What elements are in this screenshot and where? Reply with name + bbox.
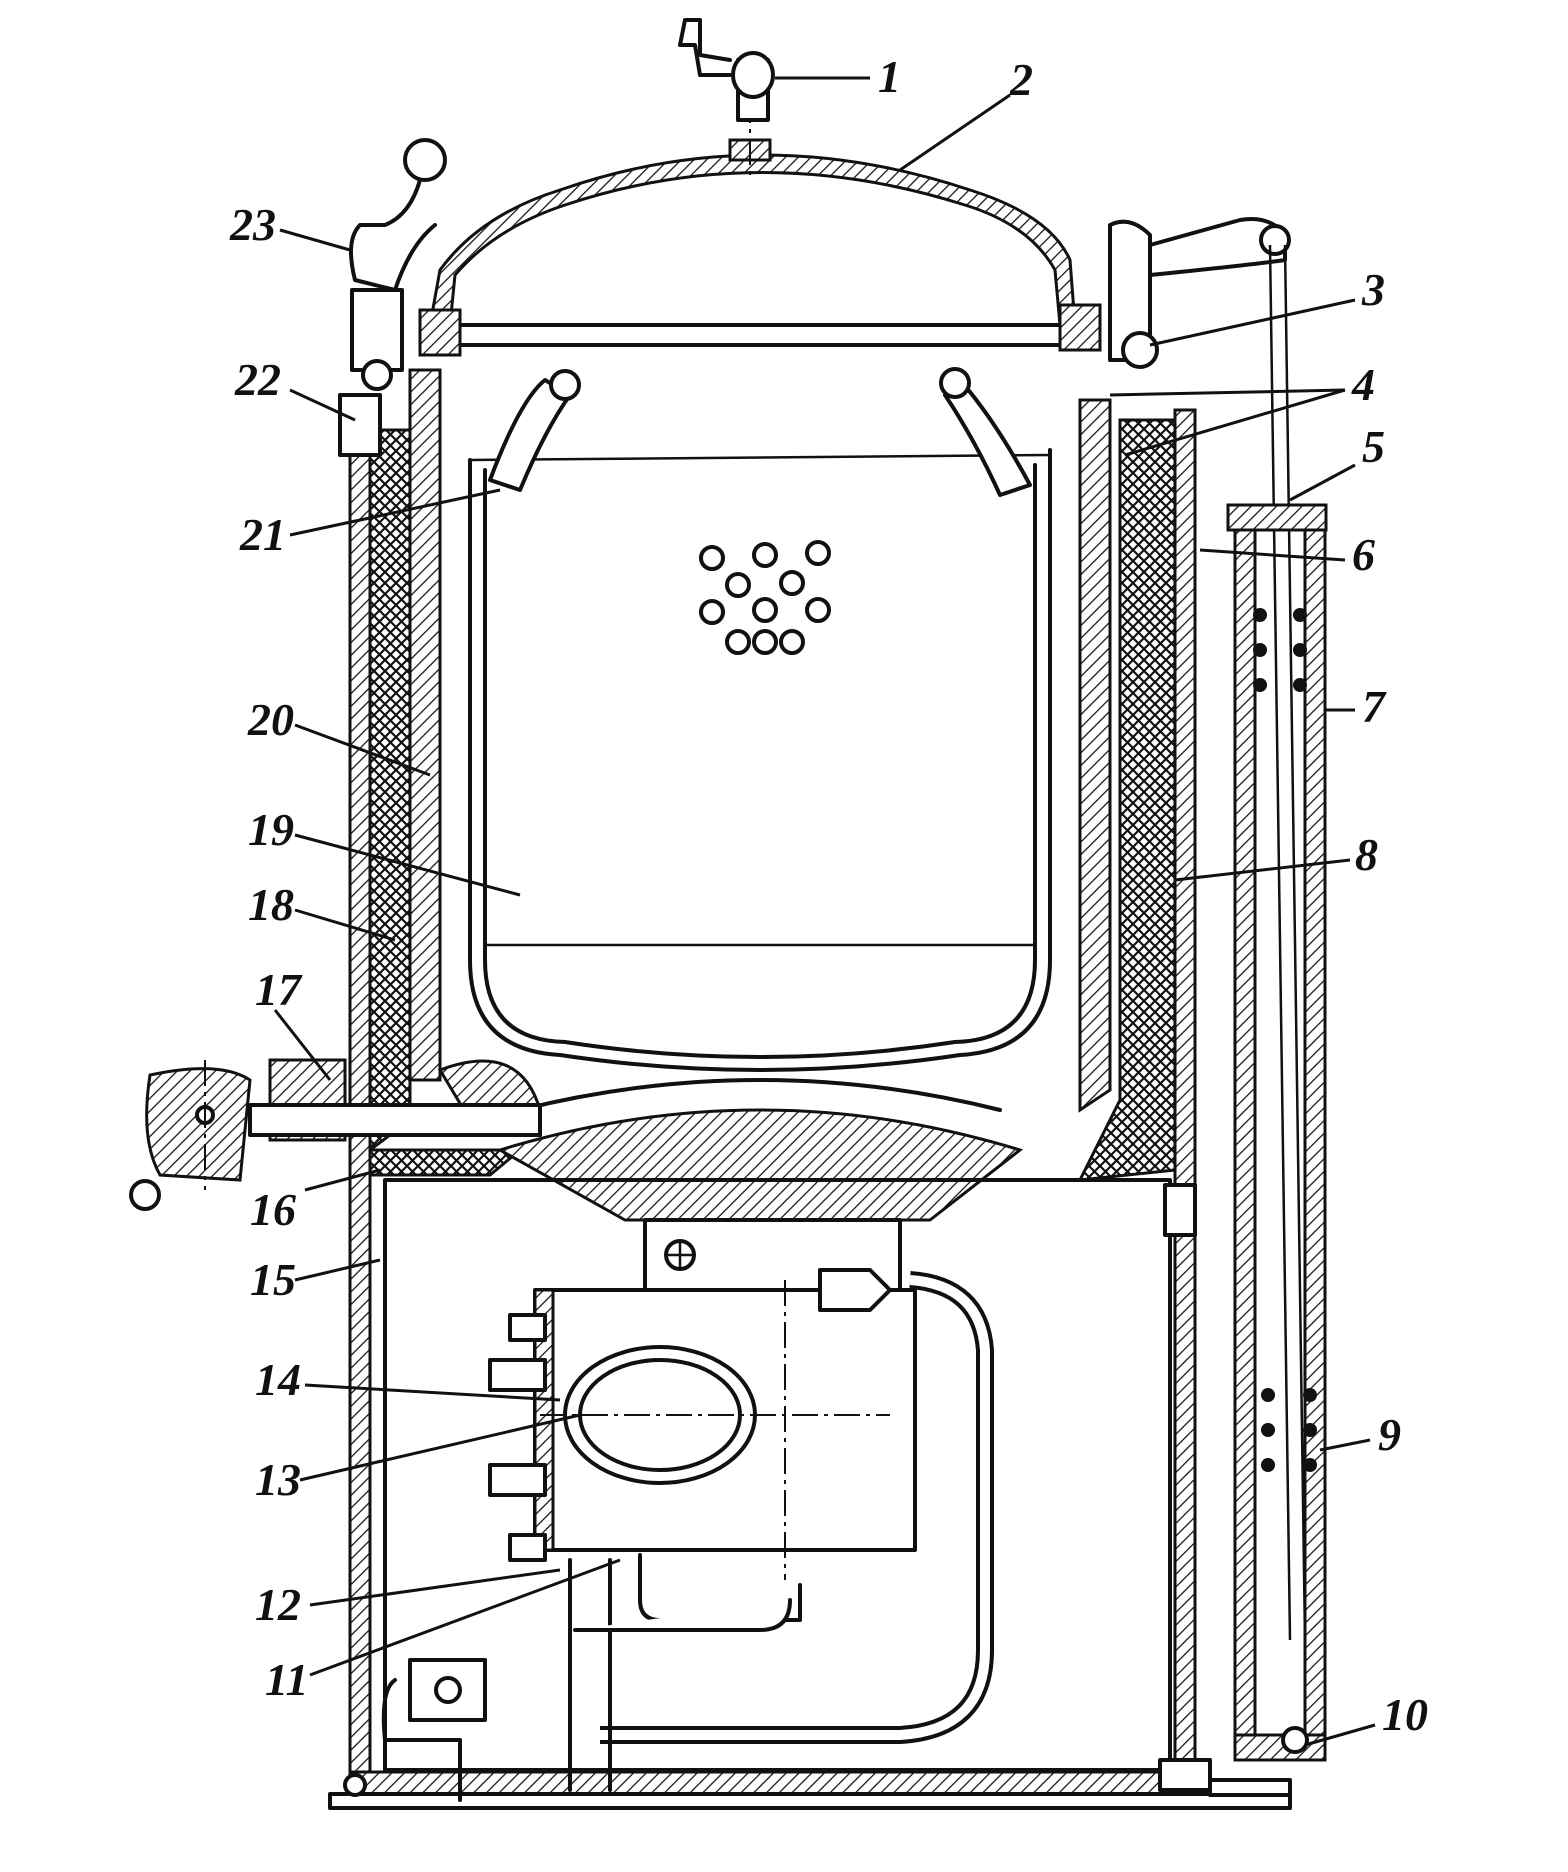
outer-casing: [328, 408, 1292, 1810]
callout-22: 22: [234, 354, 281, 405]
callout-19: 19: [248, 804, 294, 855]
callout-2: 2: [1009, 54, 1033, 105]
callout-14: 14: [255, 1354, 301, 1405]
callout-labels: 1 2 3 4 5 6 7 8 9 10 11 12 13 14 15 16 1…: [229, 51, 1428, 1740]
insulation-layer: [368, 418, 1177, 1182]
perforation-holes: [699, 540, 831, 655]
domed-lid: [418, 55, 1102, 357]
drain-valve: [129, 1058, 542, 1211]
callout-13: 13: [255, 1454, 301, 1505]
callout-11: 11: [265, 1654, 308, 1705]
callout-21: 21: [239, 509, 286, 560]
callout-23: 23: [229, 199, 276, 250]
callout-18: 18: [248, 879, 294, 930]
callout-15: 15: [250, 1254, 296, 1305]
inner-vessel: [468, 448, 1052, 1072]
leader-lines: [273, 76, 1376, 1747]
callout-8: 8: [1355, 829, 1378, 880]
callout-6: 6: [1352, 529, 1375, 580]
heating-element: [488, 1268, 917, 1792]
callout-4: 4: [1351, 359, 1375, 410]
basket-hooks: [488, 367, 1032, 497]
callout-12: 12: [255, 1579, 301, 1630]
callout-16: 16: [250, 1184, 296, 1235]
callout-9: 9: [1378, 1409, 1401, 1460]
callout-17: 17: [255, 964, 303, 1015]
top-valve: [678, 18, 775, 122]
callout-20: 20: [247, 694, 294, 745]
callout-5: 5: [1362, 421, 1385, 472]
callout-3: 3: [1361, 264, 1385, 315]
right-lever: [1108, 217, 1307, 1641]
base-details: [343, 1183, 1292, 1802]
lid-clamp-handle: [338, 138, 447, 457]
callout-10: 10: [1382, 1689, 1428, 1740]
callout-7: 7: [1362, 681, 1387, 732]
callout-1: 1: [878, 51, 901, 102]
